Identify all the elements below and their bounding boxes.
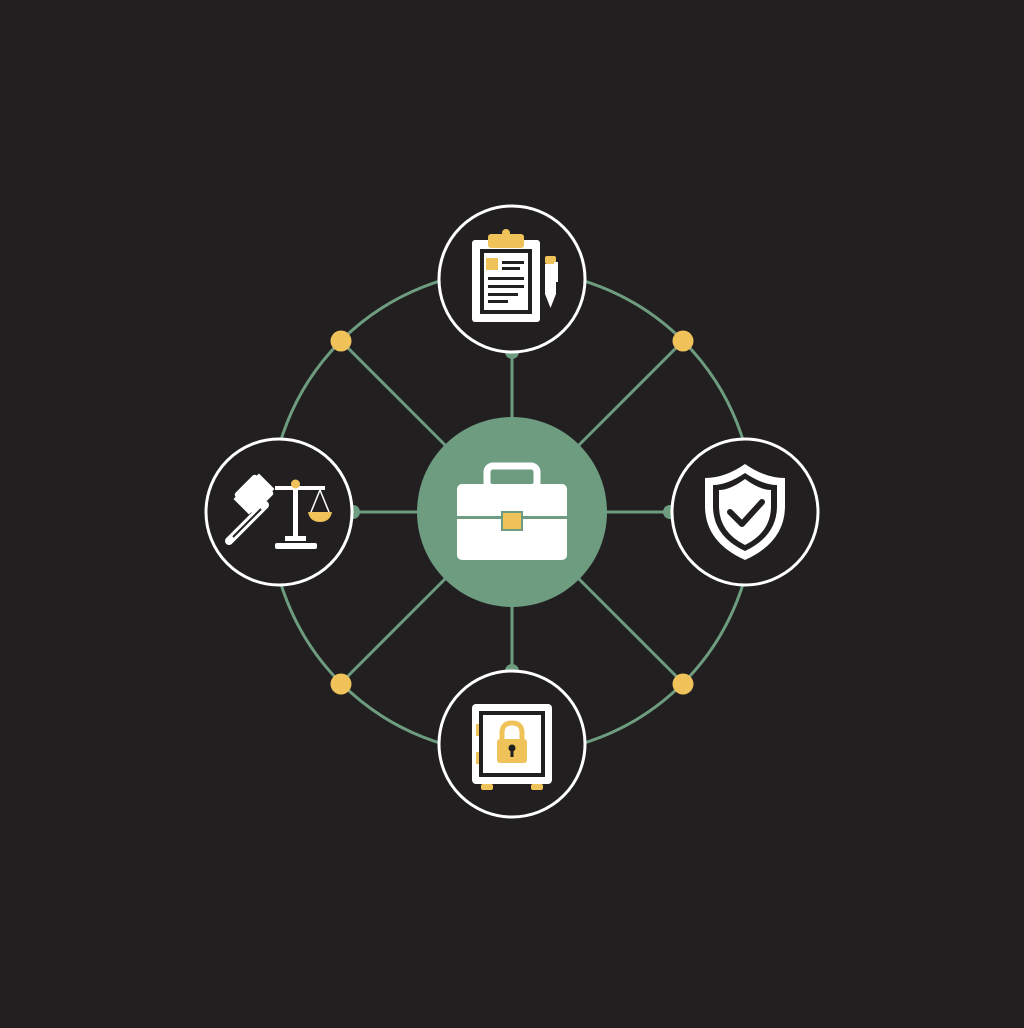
- hub: [417, 417, 607, 607]
- shield-check-icon: [705, 464, 785, 560]
- gavel-scales-icon: [225, 473, 332, 549]
- scales-icon: [275, 479, 332, 549]
- spoke-bottom-right: [575, 575, 685, 685]
- safe-lock-icon: [472, 704, 552, 790]
- pen-icon: [545, 256, 558, 308]
- accent-dot-bottom-right: [672, 673, 694, 695]
- spoke-bottom-left: [339, 575, 449, 685]
- accent-dots: [330, 330, 694, 695]
- spoke-top-right: [575, 339, 685, 449]
- accent-dot-top-right: [672, 330, 694, 352]
- spoke-top-left: [339, 339, 449, 449]
- briefcase-icon: [457, 462, 567, 560]
- accent-dot-bottom-left: [330, 673, 352, 695]
- accent-dot-top-left: [330, 330, 352, 352]
- padlock-icon: [497, 720, 527, 763]
- gavel-icon: [225, 473, 275, 545]
- spokes: [339, 339, 685, 685]
- clipboard-document-icon: [472, 229, 558, 322]
